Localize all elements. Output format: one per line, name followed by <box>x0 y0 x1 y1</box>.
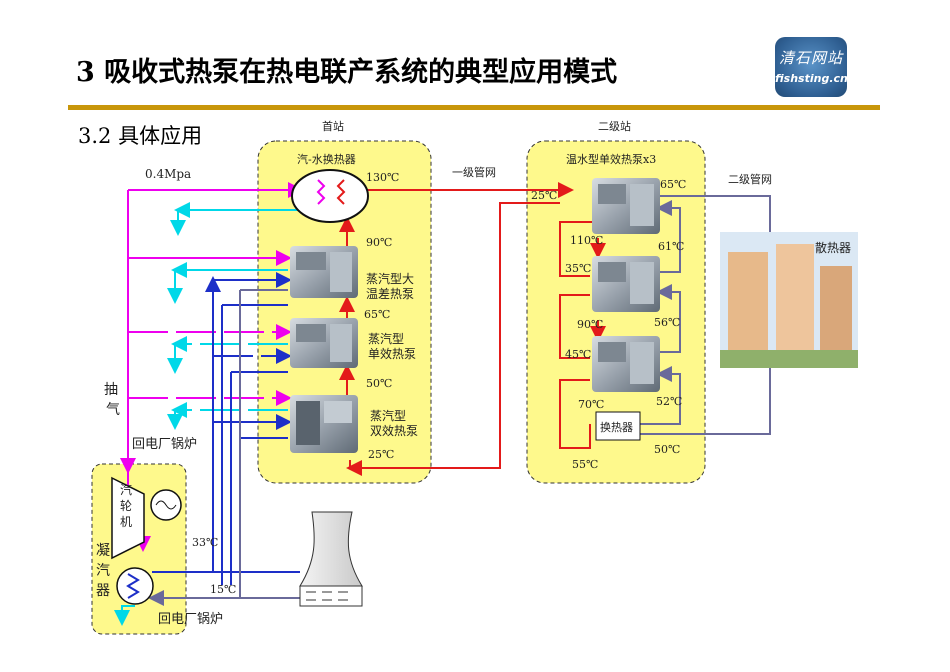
double-effect-heat-pump <box>290 395 358 453</box>
condenser-char-3: 器 <box>96 583 110 599</box>
secondary-heat-exchanger <box>595 411 641 441</box>
steam-lines <box>120 182 304 552</box>
large-dt-heat-pump <box>290 246 358 298</box>
pump2-line2: 单效热泵 <box>368 346 416 361</box>
section-subtitle: 3.2 具体应用 <box>78 124 203 148</box>
logo-url: fishsting.cn <box>775 72 848 85</box>
exchanger-coil-water <box>336 179 346 205</box>
primary-pipe-label: 一级管网 <box>452 165 496 179</box>
temp-56: 56℃ <box>654 316 680 329</box>
secondary-heat-pump-3 <box>592 336 660 392</box>
temp-15: 15℃ <box>210 583 236 596</box>
condenser-char-1: 凝 <box>96 543 110 559</box>
temp-25b: 25℃ <box>531 189 557 202</box>
secondary-heat-pump-1 <box>592 178 660 234</box>
pump3-line1: 蒸汽型 <box>370 408 406 423</box>
condenser-label: 凝 汽 器 <box>96 543 114 599</box>
return-lines <box>148 289 300 606</box>
secondary-hot-lines <box>559 221 606 449</box>
turbine-label: 汽 轮 机 <box>120 482 136 529</box>
secondary-pump-label: 温水型单效热泵x3 <box>566 152 656 166</box>
steam-pressure-label: 0.4Mpa <box>145 167 191 181</box>
temp-33: 33℃ <box>192 536 218 549</box>
condenser-coil <box>126 573 140 599</box>
extraction-char-1: 抽 <box>104 382 118 398</box>
pump2-label: 蒸汽型 单效热泵 <box>368 331 416 361</box>
primary-station-label: 首站 <box>322 119 344 133</box>
extraction-char-2: 气 <box>106 402 120 418</box>
temp-90b: 90℃ <box>577 318 603 331</box>
pump3-line2: 双效热泵 <box>370 423 418 438</box>
temp-65a: 65℃ <box>364 308 390 321</box>
generator-wave-icon <box>155 500 177 510</box>
exchanger-coil-steam <box>316 179 326 205</box>
slide-title: 3 吸收式热泵在热电联产系统的典型应用模式 <box>76 57 618 88</box>
temp-25a: 25℃ <box>368 448 394 461</box>
turbine-symbol <box>111 476 145 560</box>
temp-61: 61℃ <box>658 240 684 253</box>
extraction-label: 抽 气 <box>104 382 122 418</box>
turbine-char-1: 汽 <box>120 482 132 497</box>
exchanger-label: 汽-水换热器 <box>297 152 356 166</box>
temp-50a: 50℃ <box>366 377 392 390</box>
temp-70: 70℃ <box>578 398 604 411</box>
temp-90: 90℃ <box>366 236 392 249</box>
buildings-image <box>720 232 858 368</box>
temp-110: 110℃ <box>570 234 603 247</box>
condenser-symbol <box>116 567 154 605</box>
secondary-hx-label: 换热器 <box>600 420 633 434</box>
return-boiler-label-2: 回电厂锅炉 <box>158 611 223 627</box>
logo-text: 清石网站 <box>778 49 843 67</box>
site-logo: 清石网站 fishsting.cn <box>775 37 848 97</box>
temp-65b: 65℃ <box>660 178 686 191</box>
turbine-char-3: 机 <box>120 515 132 529</box>
secondary-pipe-label: 二级管网 <box>728 172 772 186</box>
turbine-char-2: 轮 <box>120 499 132 513</box>
temp-45: 45℃ <box>565 348 591 361</box>
secondary-station-label: 二级站 <box>598 119 631 133</box>
secondary-heat-pump-2 <box>592 256 660 312</box>
pump1-line2: 温差热泵 <box>366 287 414 301</box>
title-divider <box>68 105 880 110</box>
radiator-label: 散热器 <box>815 240 851 255</box>
temp-130: 130℃ <box>366 171 399 184</box>
condenser-char-2: 汽 <box>96 563 110 579</box>
steam-water-exchanger <box>291 169 369 223</box>
secondary-return-lines <box>640 195 771 435</box>
temp-55: 55℃ <box>572 458 598 471</box>
pump3-label: 蒸汽型 双效热泵 <box>370 408 418 438</box>
return-boiler-label-1: 回电厂锅炉 <box>132 436 197 452</box>
pump1-line1: 蒸汽型大 <box>366 271 414 286</box>
temp-50b: 50℃ <box>654 443 680 456</box>
pump1-label: 蒸汽型大 温差热泵 <box>366 271 418 301</box>
single-effect-heat-pump <box>290 318 358 368</box>
pump2-line1: 蒸汽型 <box>368 331 404 346</box>
temp-52: 52℃ <box>656 395 682 408</box>
cooling-tower <box>299 511 363 607</box>
temp-35: 35℃ <box>565 262 591 275</box>
